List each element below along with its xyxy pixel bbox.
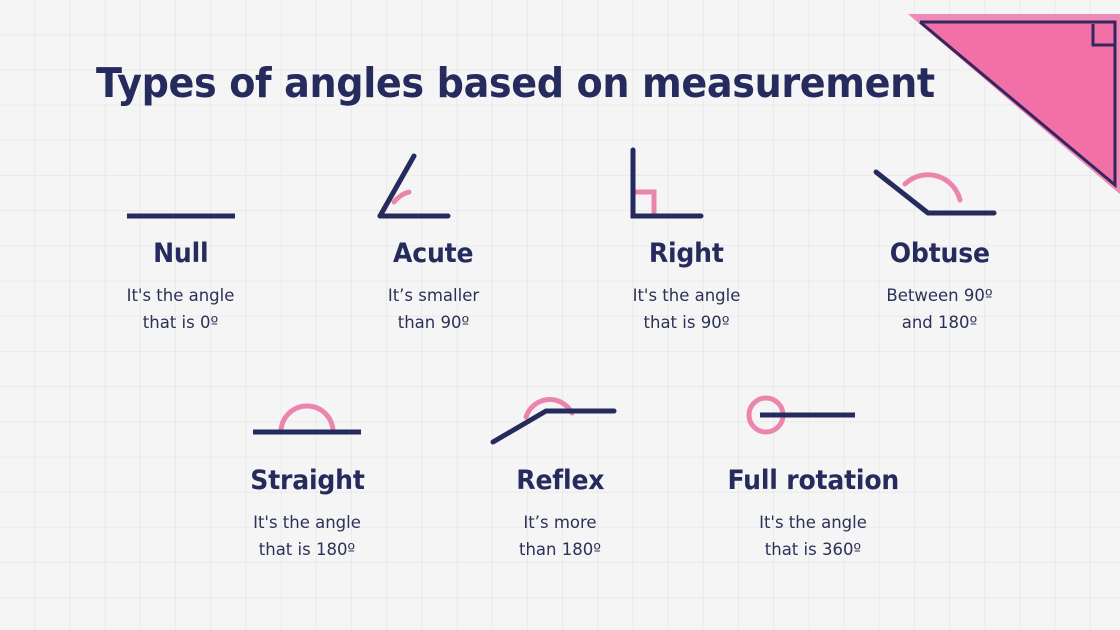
- angle-name-full-rotation: Full rotation: [727, 465, 899, 496]
- angle-name-reflex: Reflex: [515, 465, 605, 496]
- angle-card-acute: Acute It’s smaller than 90º: [307, 140, 560, 336]
- null-angle-figure-icon: [126, 213, 235, 219]
- angle-card-full-rotation: Full rotation It's the angle that is 360…: [687, 385, 940, 563]
- page-title: Types of angles based on measurement: [96, 59, 935, 107]
- angle-desc-reflex: It’s more than 180º: [518, 513, 601, 559]
- angle-desc-right: It's the angle that is 90º: [632, 286, 741, 332]
- angle-name-obtuse: Obtuse: [889, 238, 990, 269]
- angle-card-straight: Straight It's the angle that is 180º: [181, 385, 434, 563]
- angle-row-1: Null It's the angle that is 0º Acute It’…: [54, 140, 1066, 336]
- angle-desc-null: It's the angle that is 0º: [126, 286, 235, 332]
- angle-card-reflex: Reflex It’s more than 180º: [434, 385, 687, 563]
- obtuse-angle-figure-icon: [873, 169, 996, 216]
- angle-name-straight: Straight: [249, 465, 365, 496]
- angle-desc-full-rotation: It's the angle that is 360º: [759, 513, 867, 559]
- angle-card-obtuse: Obtuse Between 90º and 180º: [813, 140, 1066, 336]
- angle-row-2: Straight It's the angle that is 180º Ref…: [180, 385, 940, 563]
- straight-angle-figure-icon: [253, 403, 361, 435]
- angle-desc-acute: It’s smaller than 90º: [387, 286, 480, 332]
- angle-desc-obtuse: Between 90º and 180º: [886, 286, 993, 332]
- full-rotation-figure-icon: [746, 395, 855, 435]
- acute-angle-figure-icon: [377, 153, 450, 219]
- reflex-angle-figure-icon: [490, 397, 617, 445]
- right-angle-figure-icon: [630, 147, 703, 219]
- angle-card-right: Right It's the angle that is 90º: [560, 140, 813, 336]
- angle-name-acute: Acute: [393, 238, 474, 269]
- angle-name-null: Null: [152, 238, 209, 269]
- angle-desc-straight: It's the angle that is 180º: [253, 513, 361, 559]
- angle-card-null: Null It's the angle that is 0º: [54, 140, 307, 336]
- angle-name-right: Right: [649, 238, 724, 269]
